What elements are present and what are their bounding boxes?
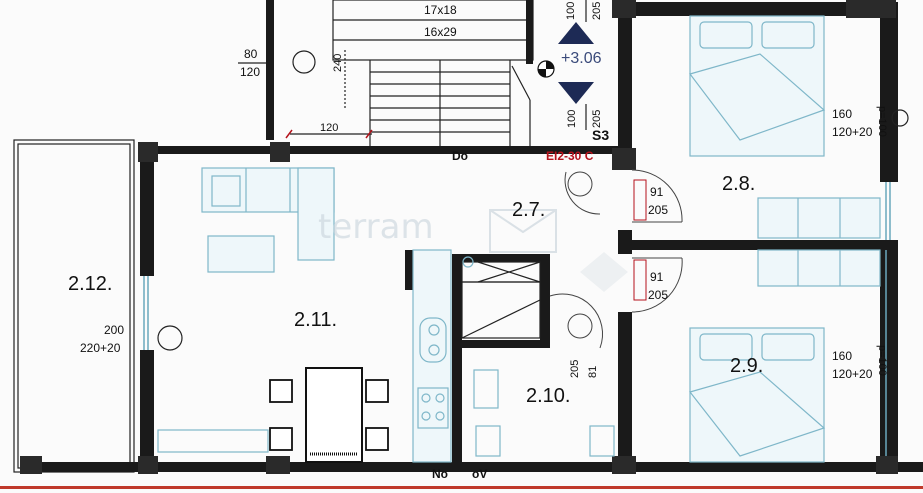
level-dim-bottom-a: 100	[566, 110, 578, 128]
light-211	[157, 325, 183, 351]
label-ov: oV	[472, 467, 487, 481]
room-label-2-12: 2.12.	[68, 273, 112, 295]
staircase	[332, 0, 534, 148]
utility-box	[461, 256, 541, 339]
level-dim-bottom-b: 205	[591, 110, 603, 128]
stair-length-dim: 240	[332, 54, 344, 72]
wall-bottom	[20, 462, 923, 472]
wardrobe-28	[757, 197, 881, 239]
door-210-dim-a: 81	[587, 366, 599, 378]
window-28-dim-b: 120+20	[832, 125, 873, 139]
room-label-2-11: 2.11.	[294, 309, 337, 331]
bed-28	[688, 15, 826, 157]
wall-bath-right	[540, 254, 550, 344]
wardrobe-29	[757, 249, 881, 287]
wall-stair-left	[266, 0, 274, 140]
label-ei2: EI2-30 C	[546, 149, 594, 163]
window-29-dim-b: 120+20	[832, 367, 873, 381]
door-28-dim-a: 91	[650, 185, 664, 199]
wall-bedrooms-left-upper	[618, 0, 632, 168]
level-dim-top-a: 100	[565, 2, 577, 20]
stair-window-dim-a: 80	[244, 47, 258, 61]
window-28-sill: p=100	[876, 106, 888, 137]
pillars	[20, 0, 898, 474]
wall-bath-inner	[462, 340, 550, 348]
sofa	[201, 167, 335, 261]
label-no: No	[432, 467, 448, 481]
light-28	[891, 109, 909, 127]
wall-right	[880, 2, 898, 182]
coffee-table	[207, 235, 275, 273]
bed-29	[688, 327, 826, 463]
wall-bath-left	[452, 256, 462, 472]
level-dim-top-b: 205	[591, 2, 603, 20]
window-29-sill: p=100	[876, 345, 888, 376]
balcony-outline	[13, 139, 135, 473]
tv-unit	[157, 429, 269, 453]
bottom-border	[0, 486, 923, 489]
door-210-dim-b: 205	[569, 360, 581, 378]
wall-bedrooms-left-lower	[618, 312, 632, 472]
window-28-dim-a: 160	[832, 107, 852, 121]
kitchen-counter	[412, 249, 452, 463]
wall-bath-top	[452, 254, 550, 262]
room-label-2-8: 2.8.	[722, 173, 755, 195]
door-29-dim-a: 91	[650, 270, 664, 284]
wall-left-living	[140, 146, 154, 276]
doors	[549, 169, 683, 349]
stair-riser-label: 17x18	[424, 3, 457, 17]
door-28-dim-b: 205	[648, 203, 668, 217]
stair-width-dim: 120	[320, 122, 338, 134]
bath-fixtures	[473, 369, 615, 457]
watermark-text: terram	[318, 207, 434, 247]
wall-top-bedroom-28	[618, 2, 898, 16]
label-s3: S3	[592, 127, 609, 143]
windows	[143, 182, 891, 456]
wall-left-living-lower	[140, 350, 154, 470]
wall-top-living	[140, 146, 630, 154]
wall-right-lower	[880, 240, 898, 472]
stair-window-dim-b: 120	[240, 65, 260, 79]
level-marker	[537, 22, 594, 104]
room-label-2-7: 2.7.	[512, 199, 545, 221]
watermark-logo	[489, 209, 628, 292]
window-211-dim-a: 200	[104, 323, 124, 337]
room-label-2-9: 2.9.	[730, 355, 763, 377]
stair-tread-label: 16x29	[424, 25, 457, 39]
door-29-dim-b: 205	[648, 288, 668, 302]
level-value: +3.06	[561, 50, 602, 67]
room-label-2-10: 2.10.	[526, 385, 570, 407]
label-do: Do	[452, 149, 468, 163]
wall-stair-right	[526, 0, 533, 64]
window-211-dim-b: 220+20	[80, 341, 121, 355]
dining-table	[269, 367, 389, 463]
window-29-dim-a: 160	[832, 349, 852, 363]
wall-kitchen-partition	[405, 250, 413, 290]
wall-between-bedrooms	[618, 240, 898, 250]
